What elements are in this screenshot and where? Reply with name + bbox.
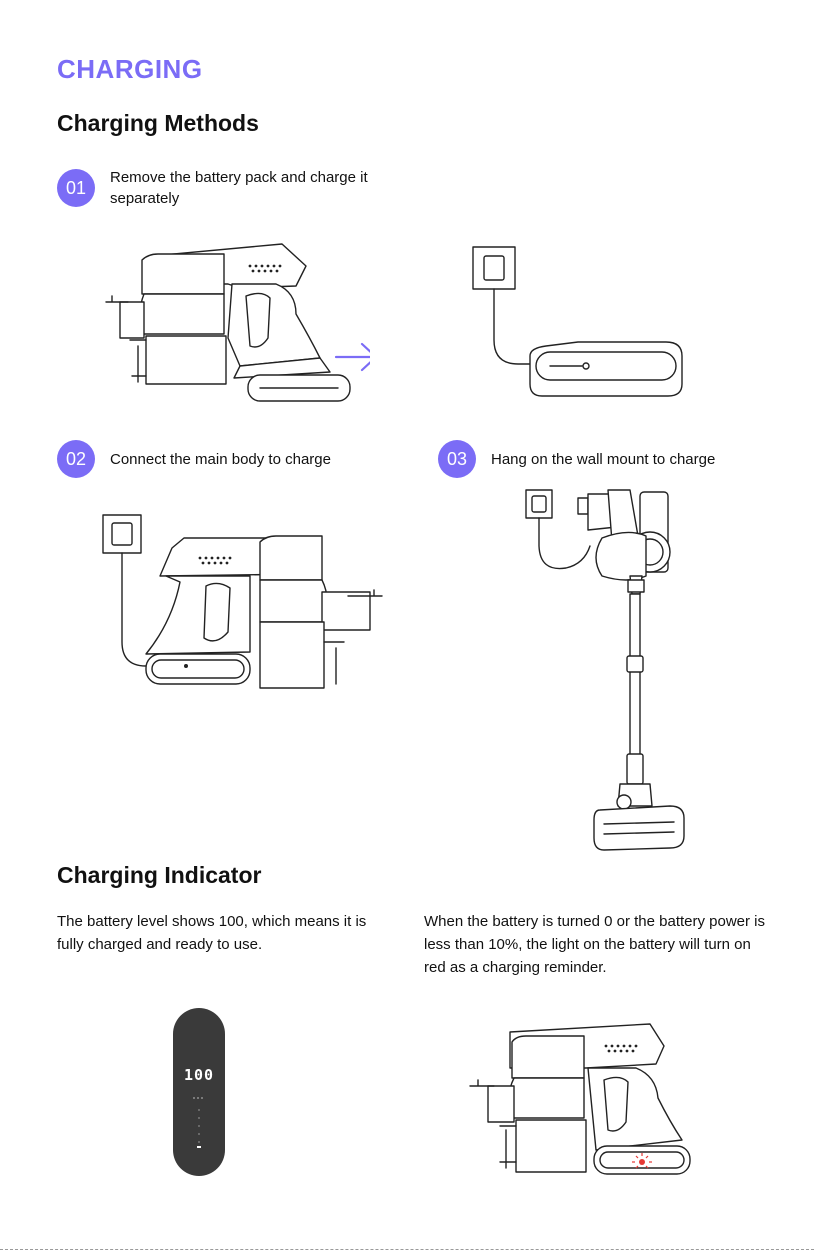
arrow-right-icon [334, 342, 370, 372]
stick-vacuum-wall-mount-figure [525, 489, 685, 851]
vacuum-body-detached-figure [105, 243, 370, 402]
wall-adapter-icon [525, 489, 553, 519]
indicator-low-text: When the battery is turned 0 or the batt… [424, 913, 766, 976]
vent-dots [248, 264, 282, 273]
wall-adapter-icon [472, 246, 516, 290]
page-bottom-rule [0, 1249, 814, 1250]
step-01-text: Remove the battery pack and charge it se… [110, 169, 368, 207]
main-body-charging-figure [102, 514, 383, 689]
step-03-text: Hang on the wall mount to charge [491, 451, 716, 468]
battery-level-readout: 100 [183, 1066, 215, 1084]
level-dots [193, 1097, 205, 1148]
methods-heading: Charging Methods [57, 110, 259, 136]
indicator-heading: Charging Indicator [57, 862, 262, 888]
step-02-badge: 02 [57, 440, 95, 478]
battery-charging-figure [472, 246, 683, 397]
step-03-badge: 03 [438, 440, 476, 478]
step-02-text: Connect the main body to charge [110, 451, 331, 468]
wall-mount-icon [577, 489, 639, 543]
battery-display: 100 [173, 1008, 225, 1176]
indicator-full-text: The battery level shows 100, which means… [57, 913, 367, 953]
page-title: CHARGING [57, 54, 203, 84]
battery-pack-icon [529, 341, 683, 397]
step-01-badge: 01 [57, 169, 95, 207]
wall-adapter-icon [102, 514, 142, 554]
stick-vacuum-icon [593, 491, 685, 851]
red-light-icon [632, 1153, 652, 1169]
low-battery-vacuum-figure [469, 1023, 691, 1175]
